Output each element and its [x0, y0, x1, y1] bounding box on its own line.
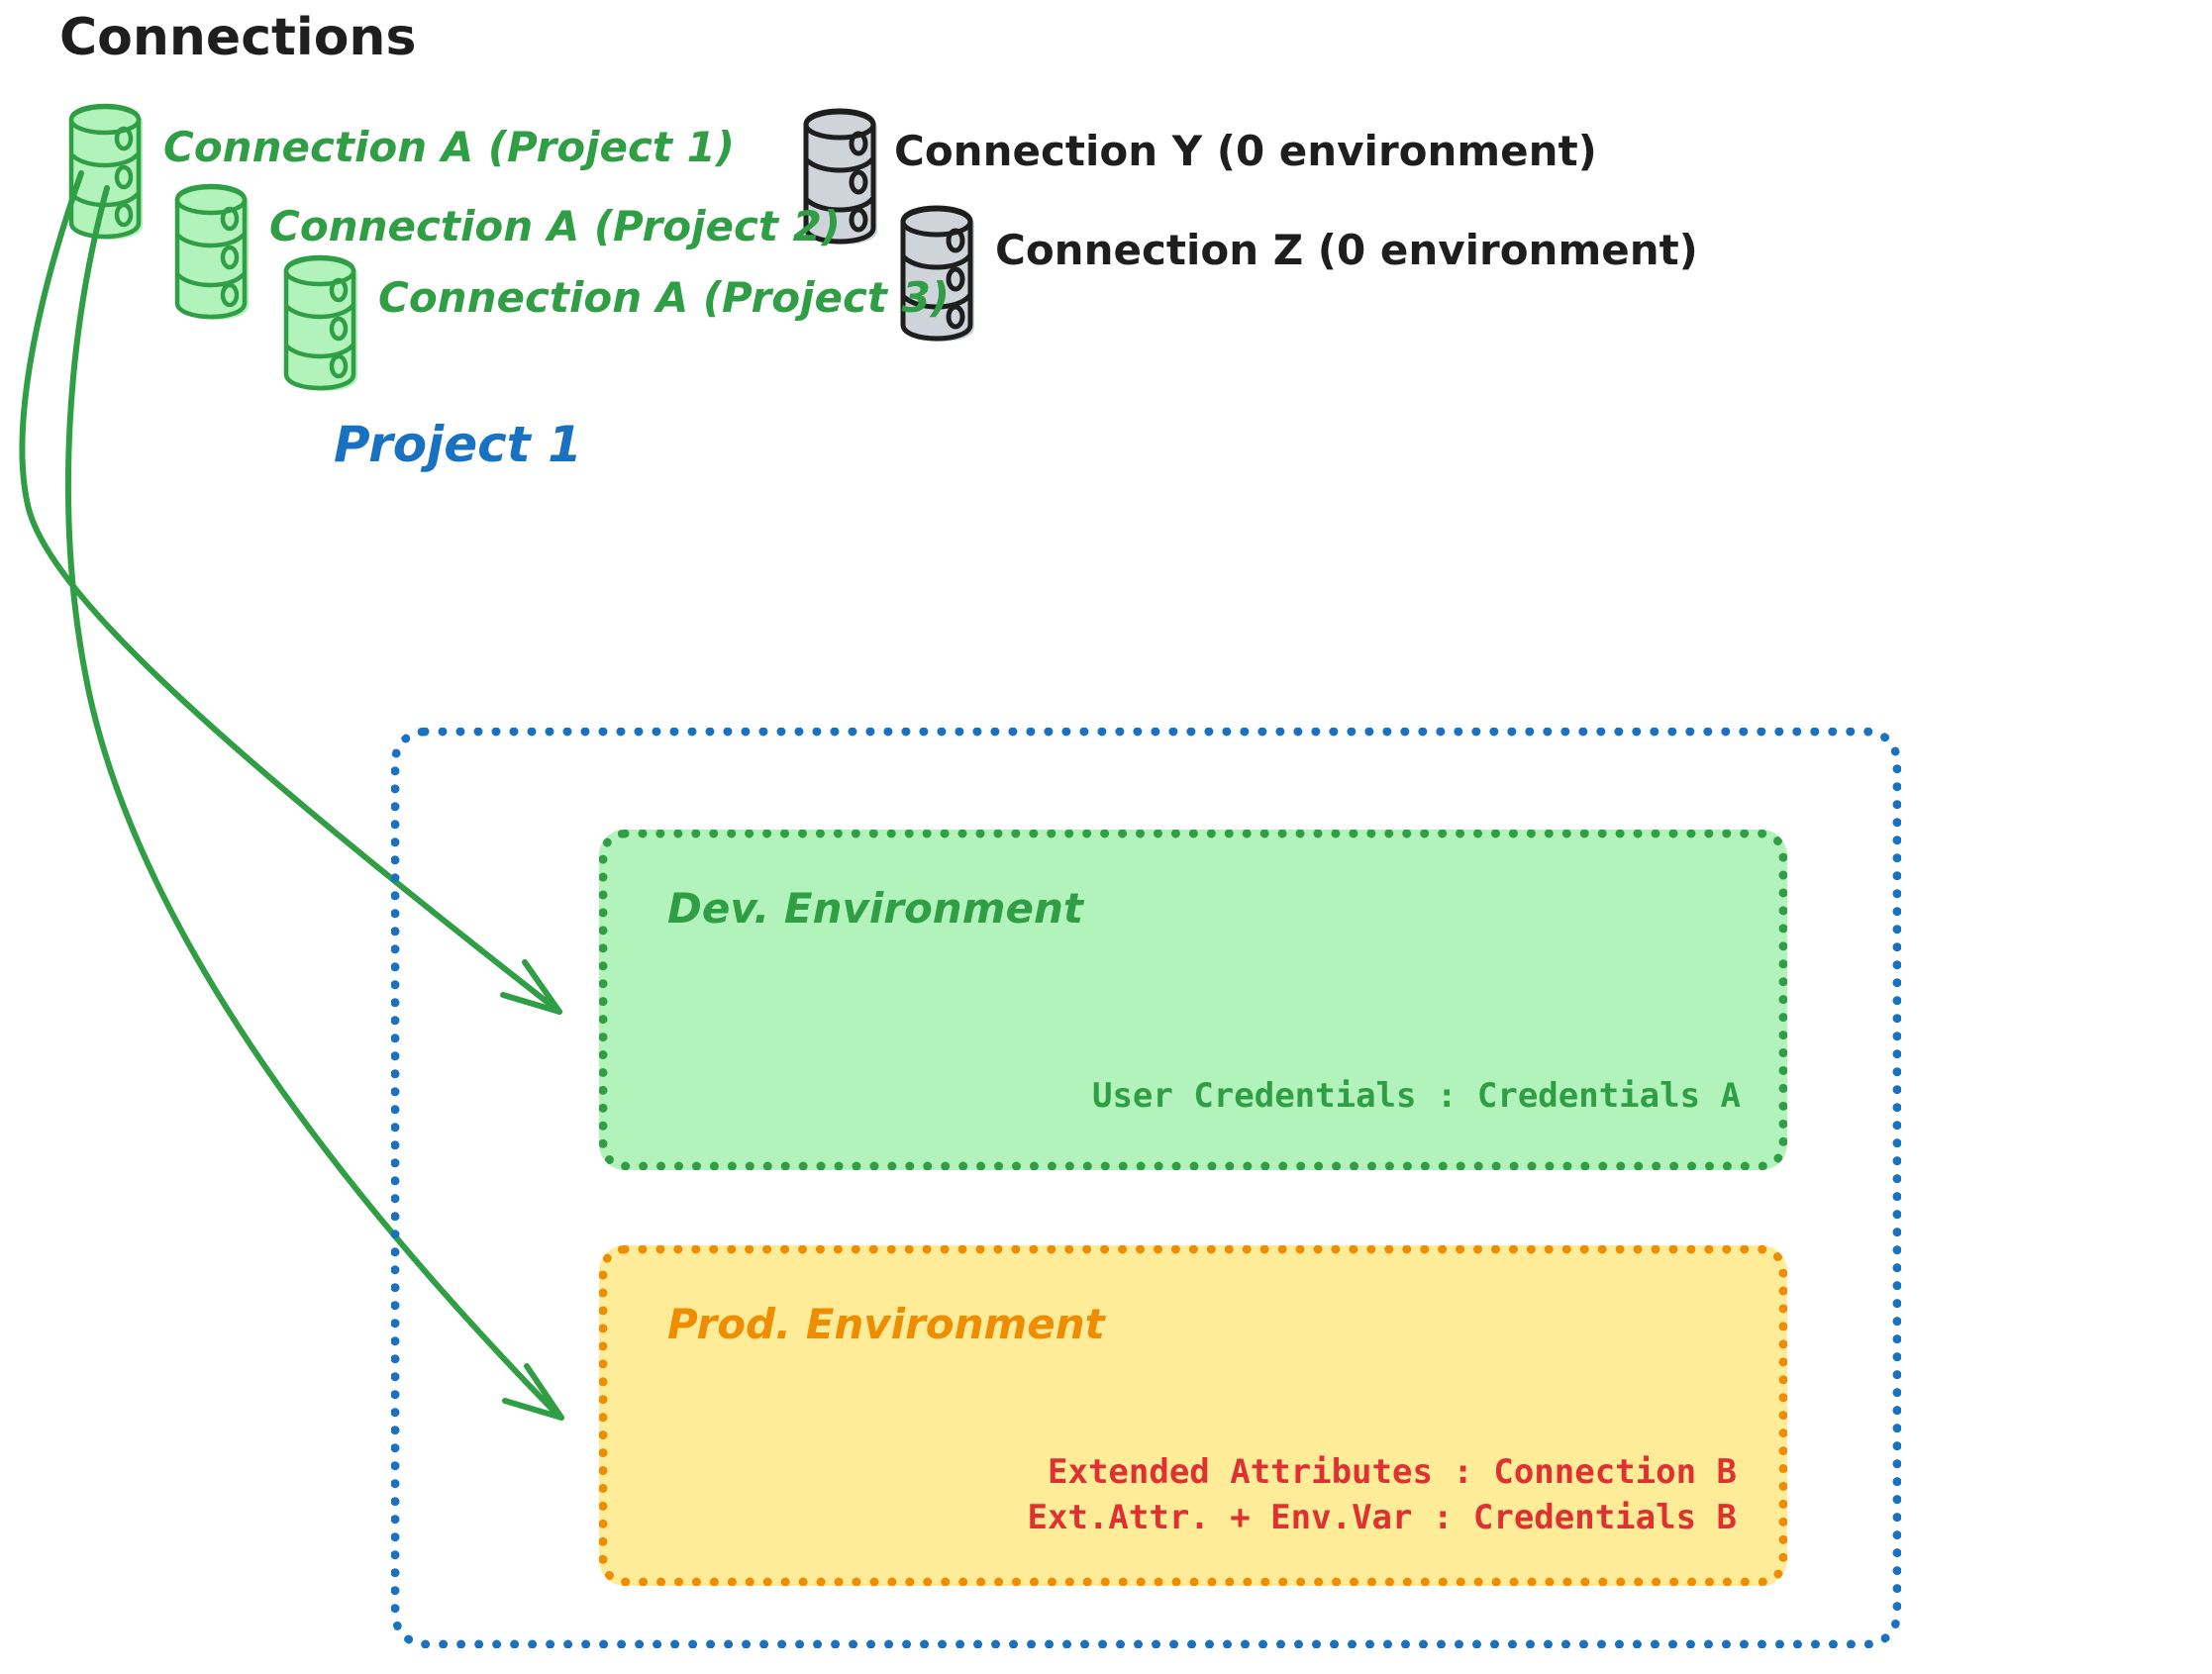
connection-label-a-project-2: Connection A (Project 2) [269, 202, 841, 250]
prod-environment-detail-ext-attr-env-var: Ext.Attr. + Env.Var : Credentials B [1027, 1498, 1737, 1538]
prod-environment-title: Prod. Environment [667, 1300, 1105, 1348]
arrow-connection-a-to-dev-environment [19, 170, 562, 1015]
prod-environment-details: Extended Attributes : Connection B Ext.A… [1028, 1450, 1737, 1541]
connection-label-a-project-1: Connection A (Project 1) [163, 123, 735, 171]
arrow-connection-a-to-prod-environment [64, 185, 564, 1421]
connection-label-a-project-3: Connection A (Project 3) [378, 273, 950, 322]
dev-environment-title: Dev. Environment [667, 884, 1083, 933]
database-icon-connection-a-project-3 [286, 257, 357, 391]
connection-label-z: Connection Z (0 environment) [995, 226, 1698, 274]
project-title: Project 1 [334, 416, 582, 473]
dev-environment-box: Dev. Environment User Credentials : Cred… [599, 830, 1787, 1170]
prod-environment-box: Prod. Environment Extended Attributes : … [599, 1245, 1787, 1586]
dev-environment-detail-user-credentials: User Credentials : Credentials A [1091, 1076, 1741, 1116]
project-container [391, 728, 1901, 1648]
connection-label-y: Connection Y (0 environment) [894, 127, 1597, 175]
database-icon-connection-a-project-2 [177, 186, 249, 320]
page-title: Connections [59, 8, 417, 67]
prod-environment-detail-extended-attributes: Extended Attributes : Connection B [1048, 1452, 1737, 1493]
